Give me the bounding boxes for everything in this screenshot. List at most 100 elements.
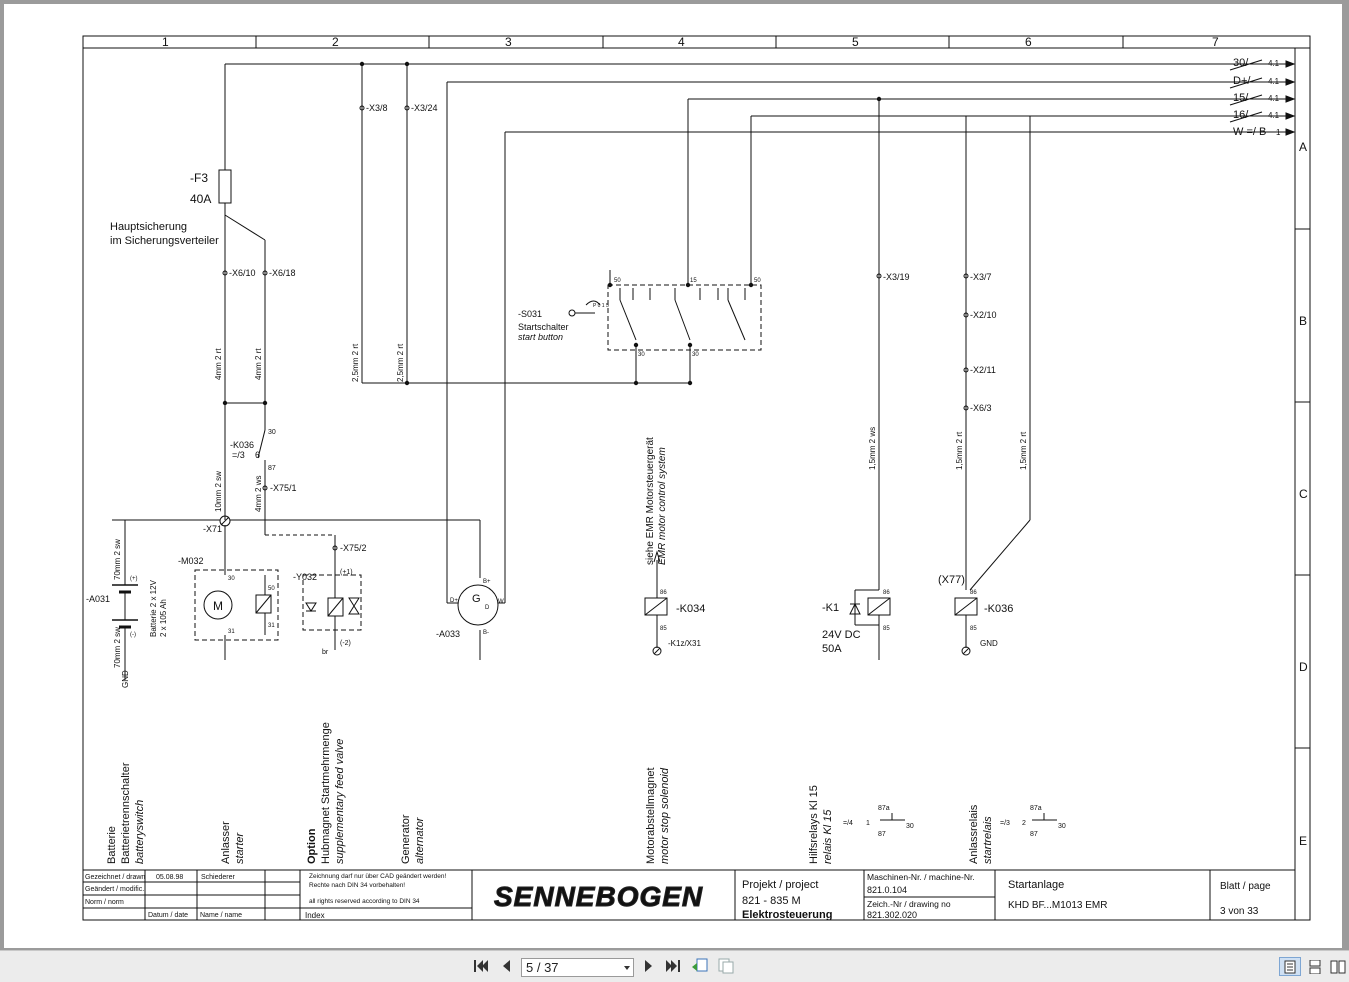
terminal-x3-19: -X3/19 bbox=[883, 272, 910, 282]
bus-lines bbox=[225, 59, 1296, 136]
svg-text:1,5mm 2 rt: 1,5mm 2 rt bbox=[1019, 431, 1028, 470]
svg-text:1,5mm 2 rt: 1,5mm 2 rt bbox=[955, 431, 964, 470]
svg-text:30: 30 bbox=[906, 823, 914, 830]
svg-text:70mm 2 sw: 70mm 2 sw bbox=[113, 627, 122, 668]
caption-valve-en: supplementary feed valve bbox=[334, 739, 346, 864]
single-page-view-icon[interactable] bbox=[1279, 957, 1301, 976]
svg-text:2: 2 bbox=[1022, 820, 1026, 827]
tb-title: Startanlage bbox=[1008, 879, 1064, 891]
svg-text:2,5mm 2 rt: 2,5mm 2 rt bbox=[396, 343, 405, 382]
terminal-x6-10: -X6/10 bbox=[229, 268, 256, 278]
wire-size-1-5mm-c: 1,5mm bbox=[1019, 445, 1028, 470]
bus-30-label: 30/ bbox=[1233, 57, 1249, 69]
fuse-id: -F3 bbox=[190, 171, 208, 185]
wire-size-1-5mm-b: 1,5mm bbox=[955, 445, 964, 470]
svg-text:1: 1 bbox=[866, 820, 870, 827]
emr-note-1: siehe EMR Motorsteuergerät bbox=[645, 437, 656, 565]
alternator-letter: G bbox=[472, 593, 481, 605]
battery-plus: (+) bbox=[130, 576, 138, 582]
go-back-view-icon[interactable] bbox=[690, 956, 710, 976]
caption-start-relay-en: startrelais bbox=[982, 816, 994, 864]
svg-text:=/4: =/4 bbox=[843, 820, 853, 827]
row-label-d: D bbox=[1299, 660, 1308, 674]
go-forward-view-icon[interactable] bbox=[716, 956, 736, 976]
k036-contact-t30: 30 bbox=[268, 429, 276, 436]
k1-t86: 86 bbox=[883, 590, 890, 596]
bus-dplus-label: D+/ bbox=[1233, 75, 1251, 87]
page-number-field[interactable]: 5 / 37 bbox=[521, 958, 634, 977]
next-page-icon[interactable] bbox=[639, 956, 659, 976]
terminal-x3-24: -X3/24 bbox=[411, 103, 438, 113]
tb-name-label: Name / name bbox=[200, 912, 242, 919]
terminal-x3-7: -X3/7 bbox=[970, 272, 992, 282]
tb-page-label: Blatt / page bbox=[1220, 881, 1271, 892]
tb-project: 821 - 835 M bbox=[742, 895, 801, 907]
alternator-d: D bbox=[485, 605, 490, 611]
alternator-dplus: D+ bbox=[450, 598, 458, 604]
caption-stop-solenoid-en: motor stop solenoid bbox=[659, 767, 671, 864]
terminal-x75-2: -X75/2 bbox=[340, 543, 367, 553]
wire-sizes: 4mm 2 rt 4mm 2 rt 2,5mm 2 rt 2,5mm 2 rt … bbox=[113, 343, 1028, 668]
bus-w-label: W =/ B bbox=[1233, 126, 1266, 138]
k034-t86: 86 bbox=[660, 590, 667, 596]
valve-p1: (+1) bbox=[340, 569, 353, 576]
starter-motor-symbol bbox=[194, 569, 279, 641]
bus-dplus-ref: 4.1 bbox=[1268, 77, 1280, 86]
bus-30-ref: 4.1 bbox=[1268, 59, 1280, 68]
wire-size-2-5mm-b: 2,5mm bbox=[396, 357, 405, 382]
tb-index-label: Index bbox=[305, 911, 325, 920]
title-block bbox=[83, 869, 1295, 920]
first-page-icon[interactable] bbox=[471, 956, 491, 976]
starter-t30: 30 bbox=[228, 576, 235, 582]
schematic-diagram: 1 2 3 4 5 6 7 A B C D E 30/ 4.1 D+/ 4.1 … bbox=[82, 35, 1311, 921]
s031-positions: P 0 1 5 bbox=[593, 303, 609, 309]
s031-name-en: start button bbox=[518, 332, 563, 342]
caption-alternator: Generator bbox=[400, 814, 412, 864]
k1-id: -K1 bbox=[822, 602, 839, 614]
svg-text:87: 87 bbox=[878, 831, 886, 838]
column-label-1: 1 bbox=[162, 35, 169, 49]
tb-machine-label: Maschinen-Nr. / machine-Nr. bbox=[867, 872, 975, 882]
tb-machine: 821.0.104 bbox=[867, 885, 907, 895]
alternator-symbol bbox=[446, 583, 505, 626]
valve-br: br bbox=[322, 649, 329, 656]
battery-minus: (-) bbox=[130, 632, 136, 638]
starter-t31b: 31 bbox=[268, 623, 275, 629]
terminal-x6-18: -X6/18 bbox=[269, 268, 296, 278]
continuous-view-icon[interactable] bbox=[1304, 957, 1326, 976]
contact-xrefs: =/4 1 87a 87 30 =/3 2 87a 87 30 bbox=[843, 805, 1066, 838]
caption-start-relay: Anlassrelais bbox=[968, 804, 980, 864]
starter-motor-letter: M bbox=[213, 599, 223, 613]
s031-name: Startschalter bbox=[518, 322, 569, 332]
facing-pages-view-icon[interactable] bbox=[1327, 957, 1349, 976]
last-page-icon[interactable] bbox=[663, 956, 683, 976]
terminal-x77: (X77) bbox=[938, 574, 965, 586]
svg-text:4mm 2 ws: 4mm 2 ws bbox=[254, 476, 263, 512]
bus-16-ref: 4.1 bbox=[1268, 111, 1280, 120]
alternator-bminus: B- bbox=[483, 630, 489, 636]
fuse-desc-2: im Sicherungsverteiler bbox=[110, 235, 219, 247]
previous-page-icon[interactable] bbox=[496, 956, 516, 976]
svg-text:2,5mm 2 rt: 2,5mm 2 rt bbox=[351, 343, 360, 382]
battery-id: -A031 bbox=[86, 594, 110, 604]
wire-size-4mm-ws: 4mm bbox=[254, 494, 263, 512]
svg-text:30: 30 bbox=[1058, 823, 1066, 830]
k036-t85: 85 bbox=[970, 626, 977, 632]
fuse-rating: 40A bbox=[190, 192, 211, 206]
s031-t50a: 50 bbox=[614, 278, 621, 284]
tb-modif-label: Geändert / modific. bbox=[85, 886, 144, 893]
k036-contact-num: 6 bbox=[255, 450, 260, 460]
svg-text:4mm 2 rt: 4mm 2 rt bbox=[214, 348, 223, 380]
s031-t30b: 30 bbox=[692, 352, 699, 358]
contact-xref-symbols bbox=[880, 813, 1057, 821]
starter-t31: 31 bbox=[228, 629, 235, 635]
wire-size-4mm-a: 4mm bbox=[214, 362, 223, 380]
svg-text:4mm 2 rt: 4mm 2 rt bbox=[254, 348, 263, 380]
k036-t86: 86 bbox=[970, 590, 977, 596]
caption-valve: Hubmagnet Startmehrmenge bbox=[320, 722, 332, 864]
alternator-bplus: B+ bbox=[483, 579, 491, 585]
tb-drawn-label: Gezeichnet / drawn bbox=[85, 874, 145, 881]
svg-text:=/3: =/3 bbox=[1000, 820, 1010, 827]
caption-starter-en: starter bbox=[234, 831, 246, 864]
tb-drawing: 821.302.020 bbox=[867, 910, 917, 920]
